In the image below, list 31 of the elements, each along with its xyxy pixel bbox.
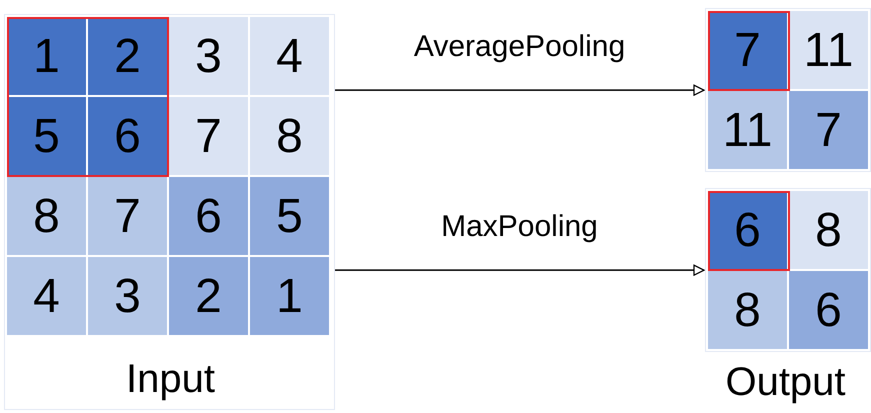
grid-cell: 7 [708,11,787,89]
grid-cell: 11 [789,11,868,89]
grid-cell: 4 [7,257,86,335]
grid-cell: 3 [169,17,248,95]
arrow [335,84,705,96]
grid-cell: 4 [250,17,329,95]
grid-cell: 8 [7,177,86,255]
grid-cell: 7 [169,97,248,175]
grid-caption: Input [125,357,216,402]
arrow [335,264,705,276]
grid-cell: 3 [88,257,167,335]
grid-cell: 2 [88,17,167,95]
grid-cell: 1 [7,17,86,95]
grid-cell: 8 [250,97,329,175]
grid-cell: 7 [789,91,868,169]
grid-cell: 6 [708,191,787,269]
grid-cell: 8 [789,191,868,269]
grid-cell: 5 [250,177,329,255]
grid-cell: 6 [789,271,868,349]
grid [705,188,871,352]
grid-cell: 5 [7,97,86,175]
grid-cell: 6 [88,97,167,175]
grid-cell: 1 [250,257,329,335]
grid-cell: 6 [169,177,248,255]
grid-cell: 2 [169,257,248,335]
grid [705,8,871,172]
grid-cell: 11 [708,91,787,169]
grid-caption: Output [724,360,847,405]
grid [4,14,335,410]
grid-cell: 8 [708,271,787,349]
grid-cell: 7 [88,177,167,255]
